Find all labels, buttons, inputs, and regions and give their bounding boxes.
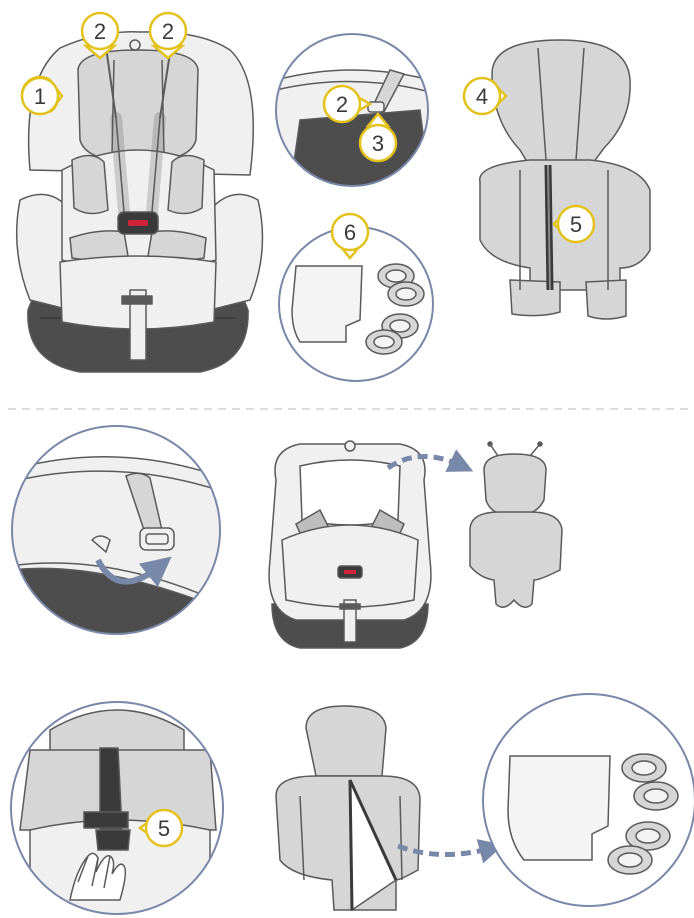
detail-circle-inserts-bottom (483, 694, 694, 906)
callout-2a-label: 2 (94, 19, 106, 44)
seat-cover (480, 40, 650, 319)
seat-cover-small (470, 442, 562, 607)
callout-4-label: 4 (476, 84, 488, 109)
callout-5a-label: 5 (570, 212, 582, 237)
callout-2c-label: 2 (336, 92, 348, 117)
detail-circle-strap-release (10, 426, 224, 640)
callout-5b-label: 5 (158, 816, 170, 841)
seat-cover-open (276, 706, 420, 910)
callout-6-label: 6 (344, 220, 356, 245)
callout-3-label: 3 (372, 131, 384, 156)
car-seat-small (269, 441, 431, 648)
detail-circle-zipper (11, 702, 223, 918)
callout-1-label: 1 (34, 84, 46, 109)
callout-2b-label: 2 (162, 19, 174, 44)
